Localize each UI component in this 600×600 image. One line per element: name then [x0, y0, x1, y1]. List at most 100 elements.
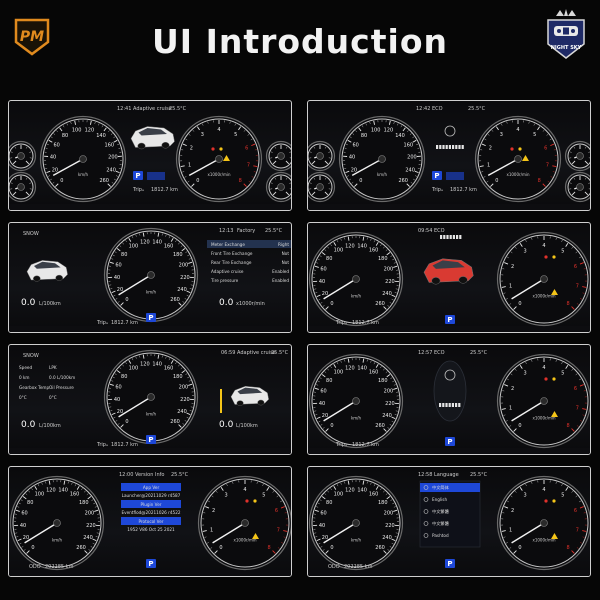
- cluster-screen-4-speedometer-tick-label: 200: [384, 267, 394, 273]
- cluster-screen-4-speedometer-tick: [373, 240, 376, 243]
- cluster-screen-1-speedometer-tick: [45, 147, 48, 149]
- cluster-screen-2-speedometer-tick: [407, 130, 409, 133]
- cluster-screen-6-speedometer-tick: [333, 363, 337, 368]
- cluster-screen-8-speedometer-tick-label: 20: [322, 535, 328, 541]
- cluster-screen-1-speedometer-tick: [94, 121, 96, 124]
- cluster-screen-8-brake-icon: [544, 499, 548, 503]
- cluster-screen-6-speedometer-tick: [316, 384, 319, 386]
- cluster-screen-7-speedometer-tick: [94, 506, 97, 508]
- cluster-screen-8-speedometer-tick-label: 220: [385, 523, 395, 529]
- cluster-screen-1-fuel-gauge: 012: [9, 171, 37, 203]
- cluster-screen-4-eco-bar: [446, 235, 449, 239]
- cluster-screen-6-tachometer-tick: [582, 408, 587, 410]
- cluster-screen-6-tachometer-tick-label: 2: [511, 386, 514, 392]
- cluster-screen-3-speedometer-tick: [109, 261, 114, 264]
- cluster-screen-6-speedometer-tick: [389, 424, 392, 426]
- cluster-screen-4-tachometer-tick-label: 6: [574, 264, 577, 270]
- cluster-screen-6-speedometer-tick: [362, 358, 365, 363]
- cluster-screen-4-speedometer-tick: [327, 246, 329, 249]
- cluster-screen-6-time: 12:57: [418, 350, 432, 356]
- cluster-screen-6-speedometer-needle: [323, 400, 357, 422]
- cluster-screen-3-speedometer-tick: [128, 237, 132, 242]
- cluster-screen-5-speedometer-tick: [187, 376, 190, 379]
- cluster-screen-8-tachometer-tick: [513, 550, 517, 554]
- cluster-screen-6-tachometer-tick: [504, 384, 509, 387]
- cluster-screen-6-temp: 25.5°C: [470, 350, 488, 356]
- cluster-screen-1-oil-gauge-tick: [25, 160, 30, 165]
- cluster-screen-2-eco-bar: [442, 145, 445, 149]
- cluster-screen-8-mode: Language: [434, 472, 459, 478]
- cluster-screen-1-tachometer-tick: [182, 143, 187, 147]
- cluster-screen-6-speedometer-tick-label: 240: [382, 413, 392, 419]
- cluster-screen-4-speedometer-tick-label: 40: [319, 279, 325, 285]
- cluster-screen-7-gear-box: [146, 559, 156, 568]
- cluster-screen-2-warning-icon: [522, 155, 529, 161]
- cluster-screen-1-oil-gauge: 012: [9, 140, 37, 172]
- cluster-screen-4-tachometer-tick: [565, 242, 569, 247]
- cluster-screen-6-speedometer-tick: [390, 377, 393, 379]
- cluster-screen-5-speedometer-tick: [119, 367, 122, 370]
- cluster-screen-7-version-value: Eventflod@20211026 r4522: [121, 510, 180, 515]
- cluster-screen-5-car-wheel: [257, 399, 265, 406]
- cluster-screen-7-speedometer-tick: [17, 506, 20, 508]
- cluster-screen-1-tachometer-tick: [247, 134, 250, 136]
- cluster-screen-6-tachometer-tick: [510, 373, 513, 376]
- cluster-screen-5-speedometer-tick: [116, 370, 121, 374]
- cluster-screen-3-speedometer-tick: [117, 301, 120, 303]
- cluster-screen-7-speedometer-tick: [22, 496, 27, 500]
- cluster-screen-3-speedometer-tick: [157, 232, 160, 237]
- cluster-screen-3-speedometer-tick: [186, 290, 191, 294]
- cluster-screen-7-tachometer-tick: [272, 550, 276, 554]
- cluster-screen-2-speedometer-tick: [349, 178, 351, 181]
- cluster-screen-3-car-wheel: [55, 274, 63, 281]
- cluster-screen-5-speedometer-tick: [178, 424, 182, 428]
- cluster-screen-1-speedometer-tick: [98, 123, 100, 126]
- svg-text:PM: PM: [20, 29, 44, 45]
- cluster-screen-2-eco-bar: [445, 145, 448, 149]
- cluster-screen-6-speedometer-tick: [319, 377, 322, 379]
- cluster-screen-1-tachometer-tick: [196, 126, 200, 131]
- cluster-screen-4-speedometer-tick: [393, 262, 396, 264]
- cluster-screen-2-trip-label: Tripₐ: [431, 187, 443, 193]
- cluster-screen-8-speedometer-needle: [323, 522, 357, 544]
- cluster-screen-1-speedometer-tick: [114, 178, 116, 181]
- cluster-screen-2-volt-gauge-tick: [588, 182, 590, 184]
- cluster-screen-4-speedometer-tick: [314, 265, 319, 268]
- cluster-screen-5-speedometer-tick: [188, 380, 191, 382]
- cluster-screen-1-fuel-gauge-tick: [10, 182, 13, 184]
- cluster-screen-8-speedometer-tick: [380, 488, 382, 491]
- cluster-screen-5-speedometer-tick-label: 200: [179, 385, 189, 391]
- cluster-screen-6-speedometer-tick: [317, 380, 320, 383]
- cluster-screen-4-speedometer-tick-label: 140: [357, 243, 367, 249]
- cluster-screen-5-left-value: 0.0: [21, 420, 36, 430]
- cluster-screen-6-tachometer-tick: [555, 359, 557, 362]
- cluster-screen-3-right-value: 0.0: [219, 298, 234, 308]
- cluster-screen-2-tachometer-tick: [486, 180, 489, 183]
- cluster-screen-3-speedometer-tick: [165, 234, 167, 237]
- cluster-screen-4-mode: ECO: [434, 228, 445, 234]
- cluster-screen-2-temp: 25.5°C: [468, 106, 486, 112]
- cluster-screen-1-tachometer-tick: [243, 183, 247, 187]
- cluster-screen-8-tachometer-unit: x1000r/min: [532, 537, 556, 542]
- cluster-screen-4-speedometer-tick: [322, 305, 325, 307]
- cluster-screen-1-speedometer-tick: [118, 147, 121, 149]
- cluster-screen-8-tachometer-tick: [555, 481, 557, 484]
- cluster-screen-8-speedometer-tick-label: 180: [378, 500, 388, 506]
- cluster-screen-5-time: 06:59: [221, 350, 235, 356]
- cluster-screen-8-tachometer-tick-label: 1: [509, 527, 512, 533]
- cluster-screen-5-speedometer-tick: [142, 354, 145, 359]
- cluster-screen-4-car-wheel: [431, 277, 441, 285]
- cluster-screen-6-tachometer-tick-label: 1: [509, 405, 512, 411]
- cluster-screen-2-fuel-gauge-tick: [324, 191, 329, 196]
- cluster-screen-1-speedometer-tick: [52, 182, 55, 184]
- cluster-screen-5-speedometer-tick-label: 120: [140, 361, 150, 367]
- cluster-screen-8-tachometer-rim: [496, 475, 590, 571]
- cluster-screen-7-speedometer-tick-label: 240: [83, 535, 93, 541]
- cluster-screen-3-speedometer-tick: [120, 302, 124, 306]
- cluster-screen-8-gear: P: [447, 560, 452, 568]
- cluster-screen-1-speedometer-tick-label: 240: [106, 167, 116, 173]
